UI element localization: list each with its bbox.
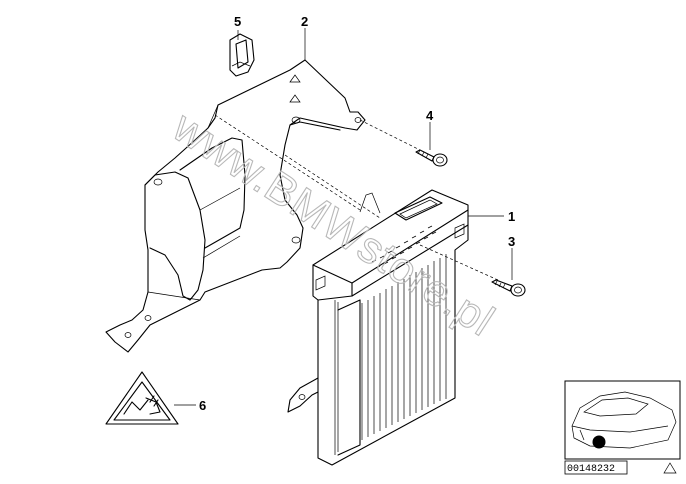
leader-lines xyxy=(174,28,513,406)
callout-6: 6 xyxy=(199,398,206,413)
callout-3: 3 xyxy=(508,234,515,249)
callout-1: 1 xyxy=(508,209,515,224)
triangle-corner-icon xyxy=(663,462,677,474)
reference-number: 00148232 xyxy=(567,464,615,475)
car-location-icon xyxy=(571,391,677,449)
mounting-bracket xyxy=(105,59,366,353)
electrostatic-warning-icon xyxy=(105,371,179,425)
screw-lower xyxy=(491,279,526,297)
control-unit xyxy=(287,189,469,466)
callout-4: 4 xyxy=(426,108,434,123)
watermark: www.BMWstore.pl xyxy=(164,102,503,346)
callout-5: 5 xyxy=(234,14,241,29)
assembly-lines xyxy=(214,114,499,281)
car-location-thumbnail: 00148232 xyxy=(564,380,681,475)
screw-upper xyxy=(415,149,448,167)
clip-part xyxy=(229,33,255,77)
callout-2: 2 xyxy=(301,14,308,29)
